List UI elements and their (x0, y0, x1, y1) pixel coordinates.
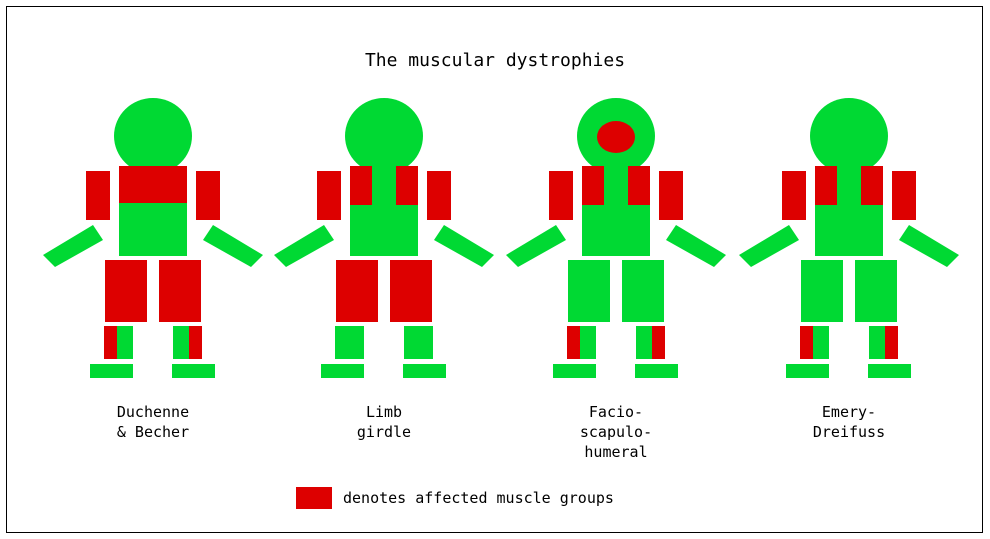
figure-label: Limb girdle (357, 403, 411, 441)
right-upper-arm (196, 171, 220, 220)
figure-label-line: Limb (366, 403, 402, 421)
right-upper-arm (659, 171, 683, 220)
figures-group: Duchenne & Becher Limb girdle Facio-scapulo-… (43, 98, 959, 461)
right-foot (172, 364, 215, 378)
right-foot (635, 364, 678, 378)
left-forearm (739, 225, 799, 267)
figure-4: Emery- Dreifuss (739, 98, 959, 441)
left-upper-leg (336, 260, 378, 322)
left-upper-leg (568, 260, 610, 322)
left-forearm (43, 225, 103, 267)
right-upper-leg (855, 260, 897, 322)
left-lower-leg (335, 326, 364, 359)
left-forearm (506, 225, 566, 267)
figure-label: Emery- Dreifuss (813, 403, 885, 441)
right-forearm (666, 225, 726, 267)
head (345, 98, 423, 174)
left-upper-leg (801, 260, 843, 322)
left-upper-arm (86, 171, 110, 220)
left-upper-arm (317, 171, 341, 220)
figure-3: Facio-scapulo-humeral (506, 98, 726, 461)
right-forearm (434, 225, 494, 267)
right-shoulder-affected (861, 166, 883, 205)
right-upper-leg (390, 260, 432, 322)
left-shoulder-affected (350, 166, 372, 205)
right-lower-leg-affected (652, 326, 665, 359)
right-forearm (899, 225, 959, 267)
left-lower-leg-affected (800, 326, 813, 359)
figure-label: Duchenne & Becher (117, 403, 189, 441)
figure-label-line: scapulo- (580, 423, 652, 441)
left-foot (553, 364, 596, 378)
figure-2: Limb girdle (274, 98, 494, 441)
right-lower-leg-affected (885, 326, 898, 359)
right-forearm (203, 225, 263, 267)
left-lower-leg-affected (104, 326, 117, 359)
figure-1: Duchenne & Becher (43, 98, 263, 441)
right-shoulder-affected (628, 166, 650, 205)
right-foot (403, 364, 446, 378)
figure-label: Facio-scapulo-humeral (580, 403, 652, 461)
figure-label-line: Dreifuss (813, 423, 885, 441)
figure-label-line: & Becher (117, 423, 189, 441)
right-lower-leg-affected (189, 326, 202, 359)
left-foot (786, 364, 829, 378)
left-upper-arm (782, 171, 806, 220)
right-lower-leg (404, 326, 433, 359)
diagram-title: The muscular dystrophies (365, 50, 625, 71)
figure-label-line: humeral (584, 443, 647, 461)
face-affected (597, 121, 635, 153)
legend-swatch (296, 487, 332, 509)
head (810, 98, 888, 174)
figure-label-line: girdle (357, 423, 411, 441)
upper-torso-affected (119, 166, 187, 203)
left-foot (90, 364, 133, 378)
left-forearm (274, 225, 334, 267)
right-shoulder-affected (396, 166, 418, 205)
right-upper-arm (427, 171, 451, 220)
head (114, 98, 192, 174)
left-upper-arm (549, 171, 573, 220)
right-upper-leg (622, 260, 664, 322)
left-shoulder-affected (582, 166, 604, 205)
left-shoulder-affected (815, 166, 837, 205)
left-upper-leg (105, 260, 147, 322)
figure-label-line: Emery- (822, 403, 876, 421)
left-lower-leg-affected (567, 326, 580, 359)
right-upper-leg (159, 260, 201, 322)
figure-label-line: Duchenne (117, 403, 189, 421)
right-upper-arm (892, 171, 916, 220)
left-foot (321, 364, 364, 378)
right-foot (868, 364, 911, 378)
legend-text: denotes affected muscle groups (343, 489, 614, 507)
figure-label-line: Facio- (589, 403, 643, 421)
